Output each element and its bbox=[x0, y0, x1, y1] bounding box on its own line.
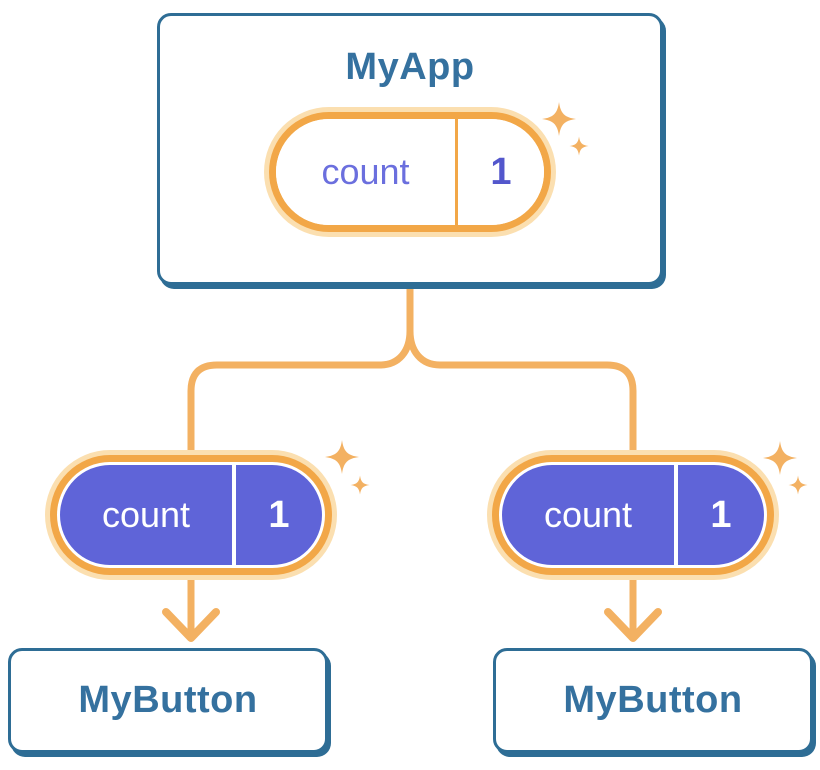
child-node-mybutton-right: MyButton bbox=[493, 648, 813, 753]
pill-divider bbox=[455, 119, 458, 226]
pill-border: count 1 bbox=[492, 455, 774, 575]
arrow-down-icon bbox=[162, 608, 220, 642]
node-title: MyApp bbox=[345, 46, 475, 88]
root-node-myapp: MyApp count 1 bbox=[157, 13, 663, 285]
sparkle-icon bbox=[325, 440, 359, 474]
node-title: MyButton bbox=[78, 678, 258, 721]
state-pill: count 1 bbox=[264, 107, 556, 238]
prop-key: count bbox=[101, 494, 191, 535]
props-pill-right: count 1 bbox=[487, 450, 779, 580]
pill-border: count 1 bbox=[269, 112, 551, 233]
sparkle-icon bbox=[788, 475, 808, 495]
arrow-down-icon bbox=[604, 608, 662, 642]
prop-key: count bbox=[543, 494, 633, 535]
sparkle-icon bbox=[763, 441, 797, 475]
prop-value: 1 bbox=[268, 493, 290, 536]
sparkle-icon bbox=[350, 475, 370, 495]
pill-divider bbox=[674, 465, 678, 565]
props-pill-left: count 1 bbox=[45, 450, 337, 580]
pill-border: count 1 bbox=[50, 455, 332, 575]
child-node-mybutton-left: MyButton bbox=[8, 648, 328, 753]
state-key: count bbox=[321, 151, 410, 193]
node-title: MyButton bbox=[563, 678, 743, 721]
prop-value: 1 bbox=[710, 493, 732, 536]
state-value: 1 bbox=[490, 150, 512, 193]
